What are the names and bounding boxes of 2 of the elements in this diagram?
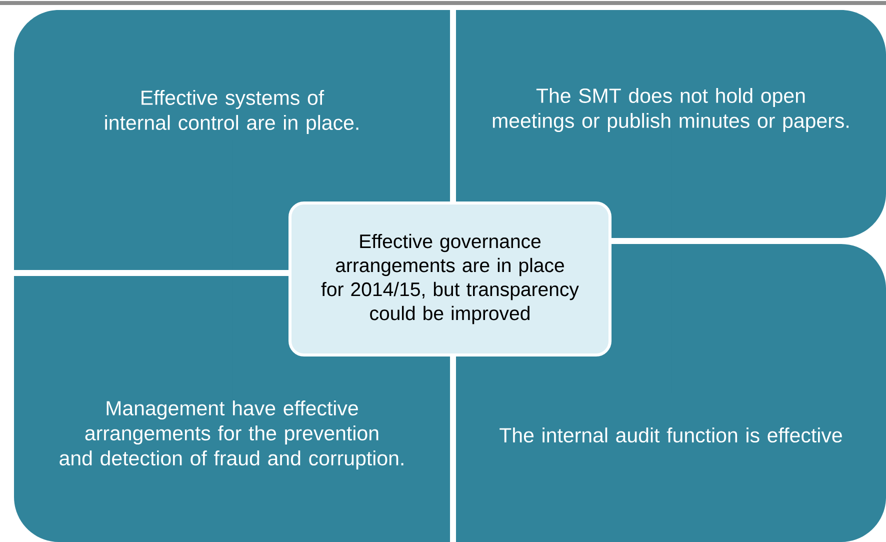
quadrant-panel: The SMT does not hold open meetings or publish minutes or papers.: [456, 10, 886, 238]
center-box: Effective governance arrangements are in place for 2014/15, but transparency could be improved: [288, 202, 612, 356]
